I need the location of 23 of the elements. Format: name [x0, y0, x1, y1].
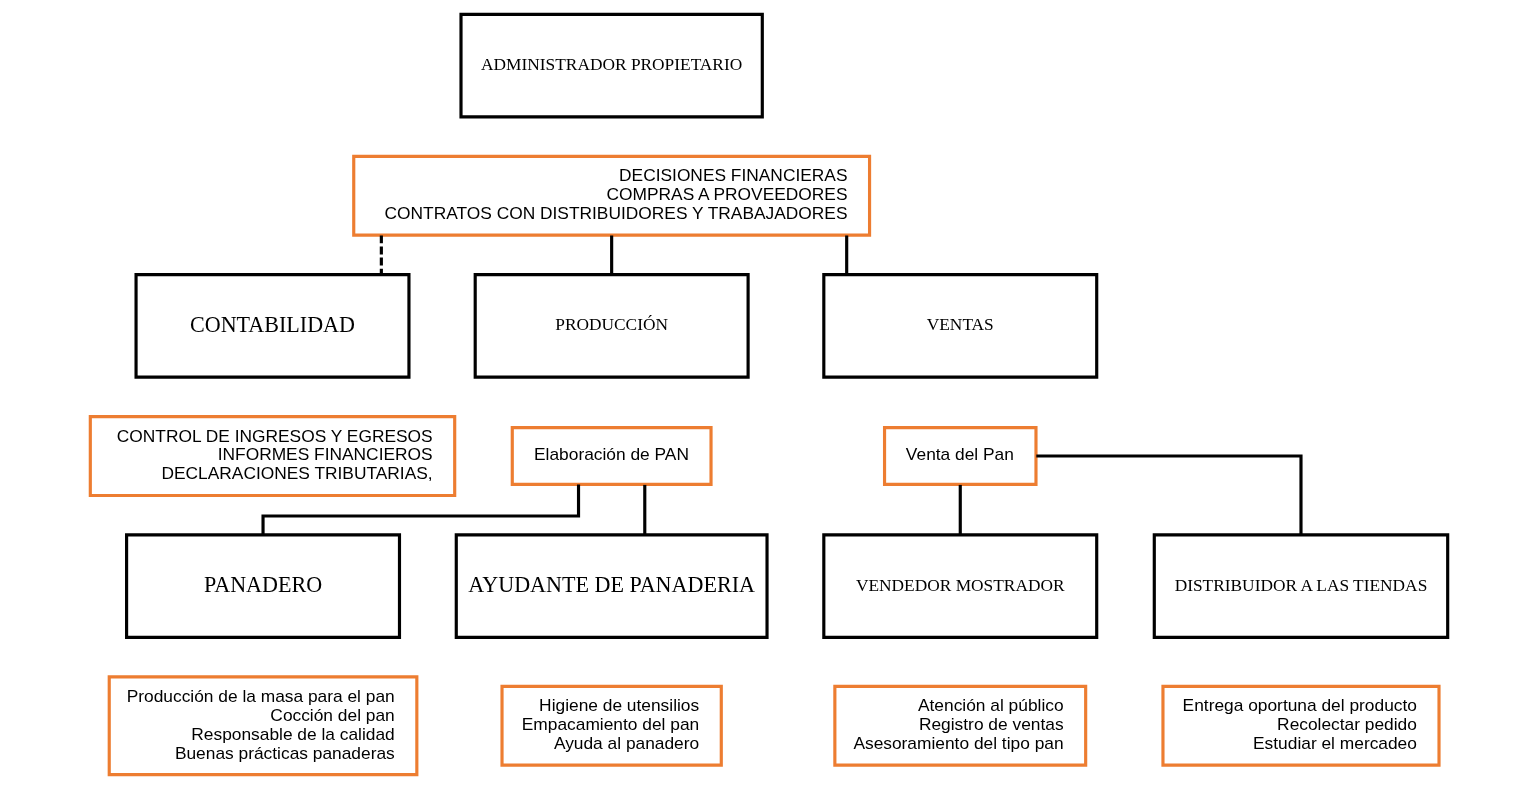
- node-box: Producción de la masa para el pan Cocción del pan Responsable de la calidad Buenas prácticas panaderas: [107, 675, 418, 777]
- node-box: DISTRIBUIDOR A LAS TIENDAS: [1152, 533, 1449, 639]
- node-box: PANADERO: [124, 533, 401, 639]
- node-box: CONTABILIDAD: [134, 273, 411, 379]
- node-box: Higiene de utensilios Empacamiento del pan Ayuda al panadero: [499, 684, 723, 767]
- node-box: CONTROL DE INGRESOS Y EGRESOS INFORMES FINANCIEROS DECLARACIONES TRIBUTARIAS,: [88, 415, 456, 498]
- node-box: ADMINISTRADOR PROPIETARIO: [458, 12, 764, 119]
- connector: [844, 235, 848, 275]
- connector: [379, 235, 383, 275]
- connector: [1035, 454, 1303, 535]
- node-box: Atención al público Registro de ventas Asesoramiento del tipo pan: [832, 684, 1087, 767]
- connector: [958, 484, 962, 535]
- connector: [260, 484, 580, 535]
- node-box: Venta del Pan: [882, 426, 1038, 486]
- connector: [609, 235, 613, 275]
- node-box: Elaboración de PAN: [510, 426, 713, 486]
- node-box: DECISIONES FINANCIERAS COMPRAS A PROVEEDORES CONTRATOS CON DISTRIBUIDORES Y TRABAJADORES: [351, 154, 871, 237]
- node-box: Entrega oportuna del producto Recolectar pedido Estudiar el mercadeo: [1160, 684, 1441, 767]
- node-box: VENDEDOR MOSTRADOR: [821, 533, 1098, 639]
- connector: [642, 484, 646, 535]
- node-box: VENTAS: [821, 273, 1098, 379]
- node-box: PRODUCCIÓN: [473, 273, 750, 379]
- node-box: AYUDANTE DE PANADERIA: [454, 533, 769, 639]
